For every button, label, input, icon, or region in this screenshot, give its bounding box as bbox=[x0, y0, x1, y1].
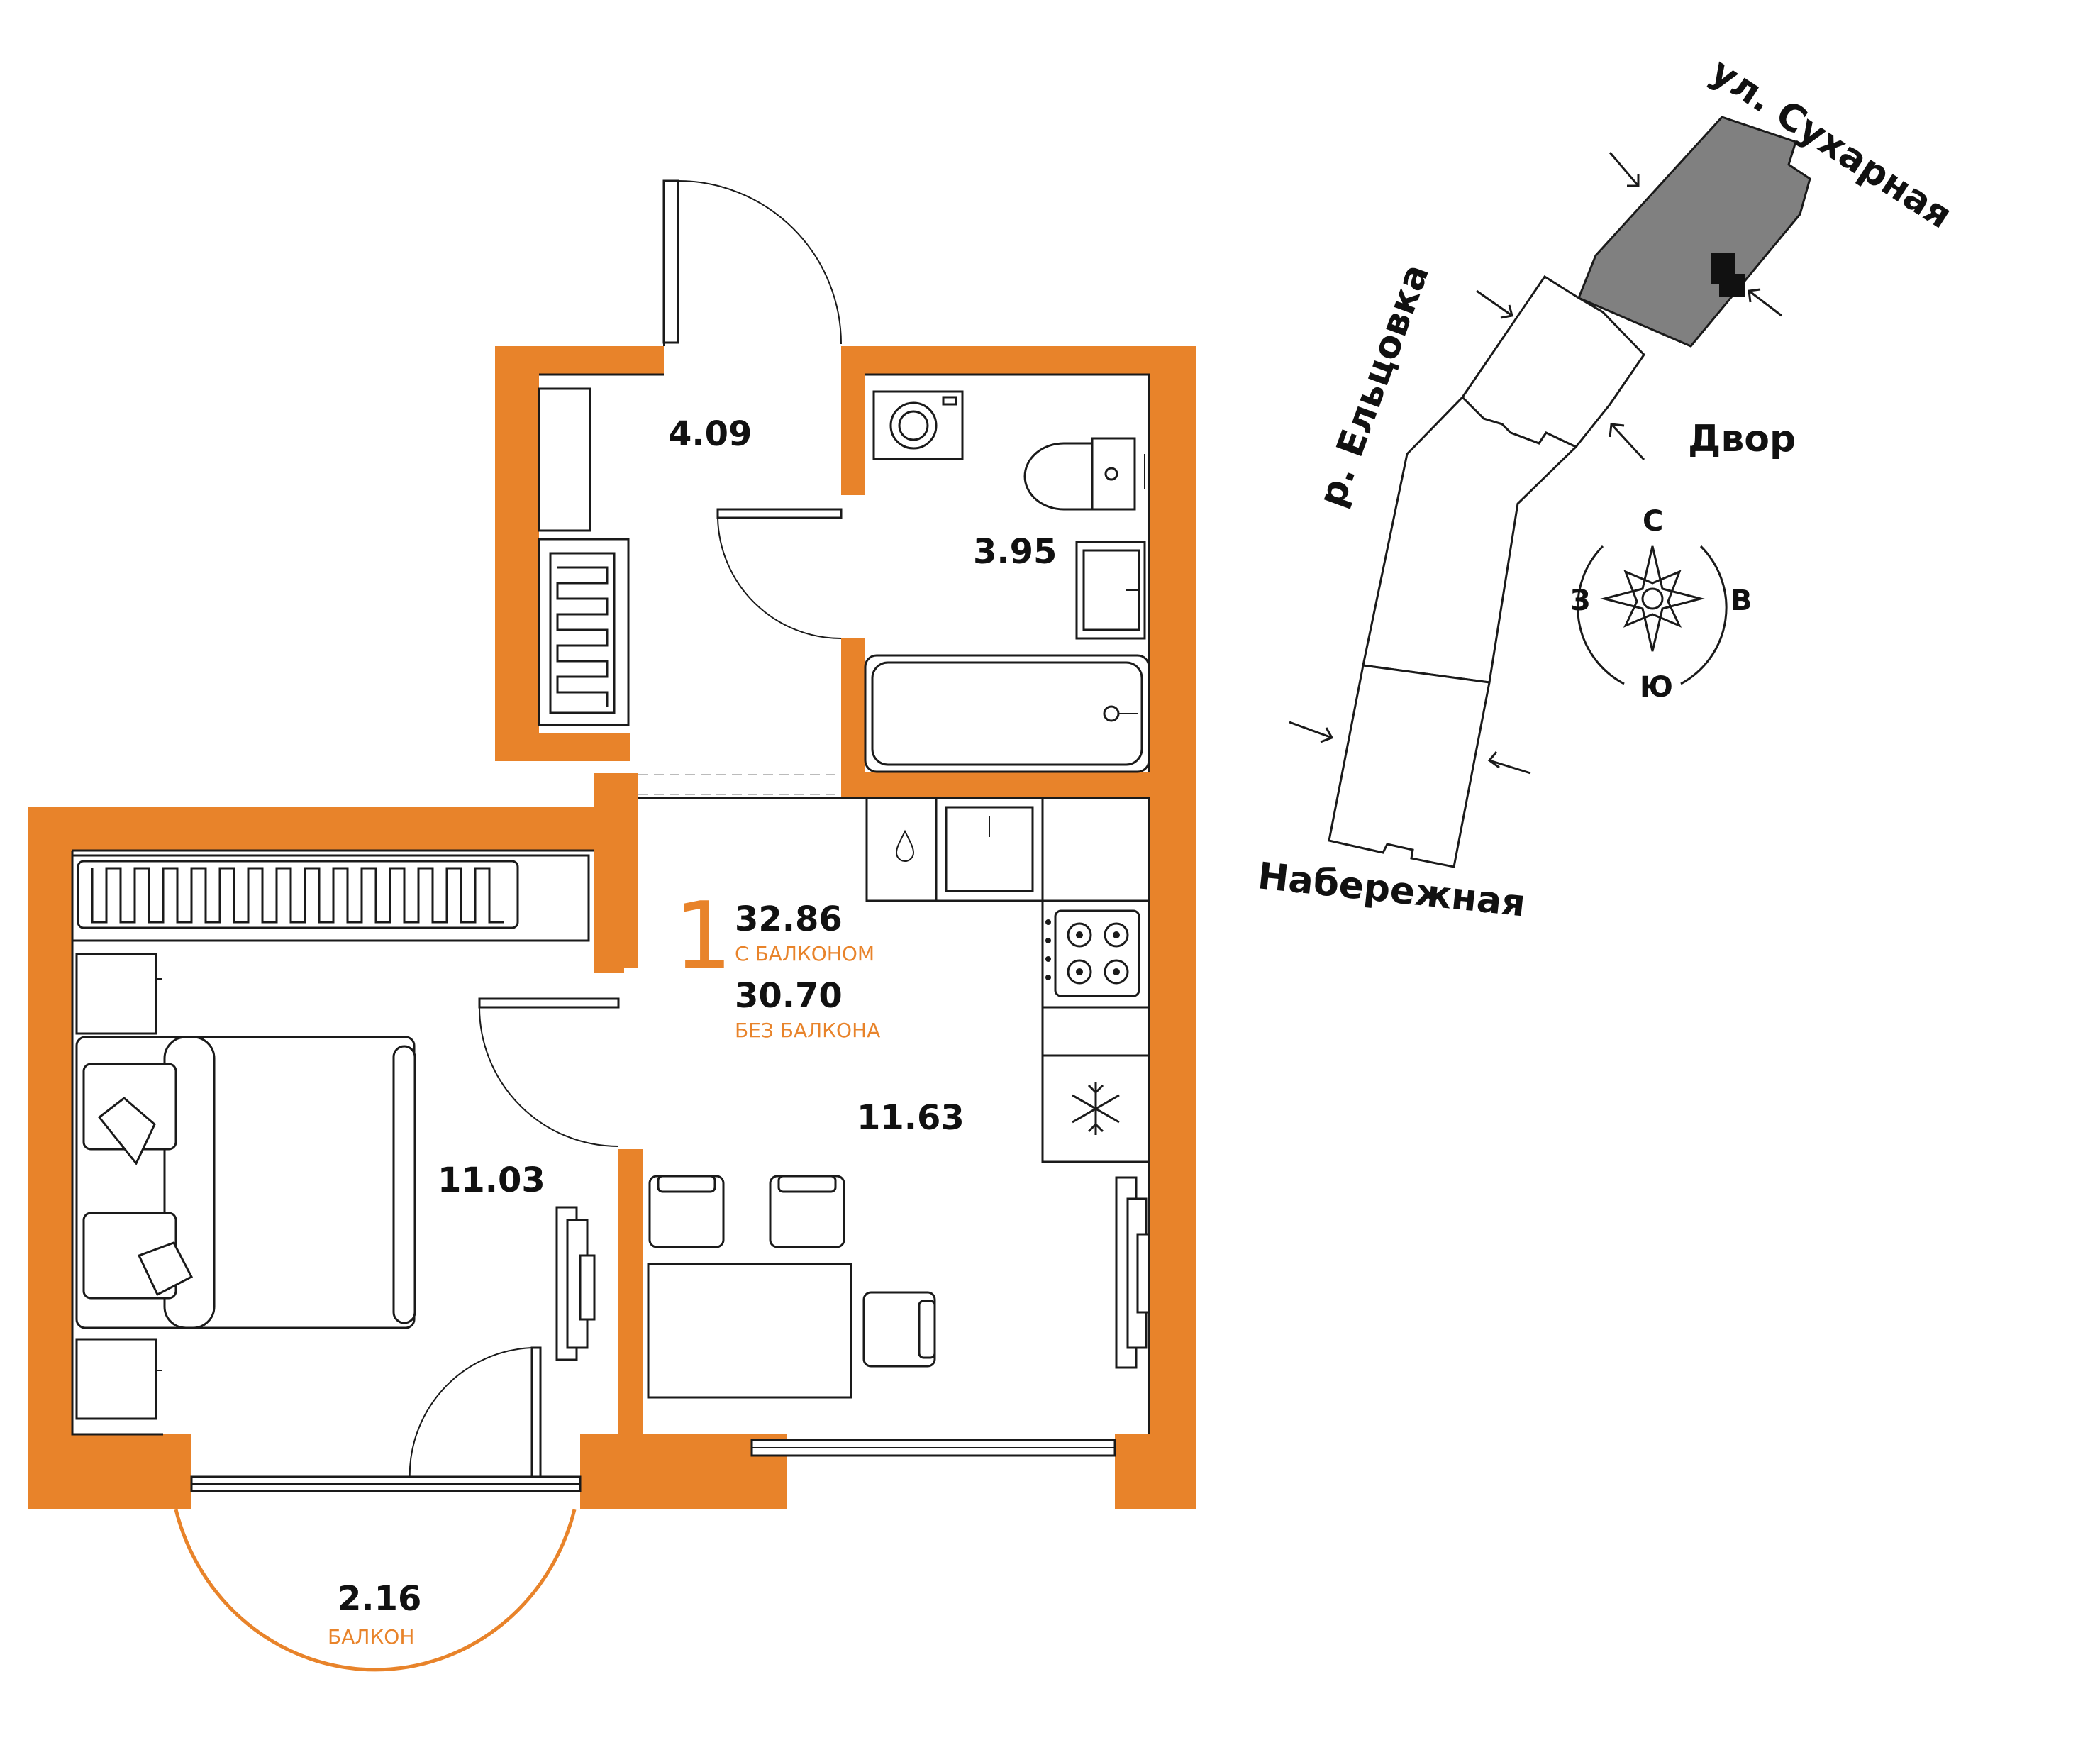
compass-rose-icon bbox=[1577, 545, 1728, 685]
balcony-area-label: 2.16 bbox=[338, 1579, 421, 1619]
building-section-current bbox=[1577, 116, 1811, 348]
compass-east: В bbox=[1730, 585, 1752, 617]
bathroom-door bbox=[716, 508, 843, 639]
washing-machine-icon bbox=[872, 390, 964, 460]
balcony-outline bbox=[174, 1509, 577, 1672]
radiator-icon bbox=[556, 566, 609, 707]
nightstand-top bbox=[75, 953, 162, 1035]
fridge-snowflake-icon bbox=[1072, 1082, 1120, 1135]
entrance-door bbox=[662, 179, 842, 346]
kitchen-area-label: 11.63 bbox=[857, 1098, 965, 1138]
bed-icon bbox=[75, 1036, 416, 1329]
rooms-count: 1 bbox=[674, 882, 733, 990]
compass-south: Ю bbox=[1640, 671, 1673, 704]
compass-west: З bbox=[1570, 585, 1590, 617]
windows bbox=[190, 1439, 1116, 1492]
chair-icon bbox=[862, 1291, 936, 1368]
chair-icon bbox=[648, 1175, 725, 1248]
without-balcony-label: БЕЗ БАЛКОНА bbox=[735, 1019, 880, 1042]
bathroom-area-label: 3.95 bbox=[973, 532, 1057, 572]
hall-area-label: 4.09 bbox=[668, 414, 752, 454]
radiator-icon bbox=[71, 854, 590, 942]
stove-icon bbox=[1045, 909, 1140, 997]
bedroom-area-label: 11.03 bbox=[438, 1160, 545, 1200]
hall-kitchen-opening bbox=[638, 774, 841, 795]
area-with-balcony: 32.86 bbox=[735, 899, 843, 939]
site-plan bbox=[1289, 116, 1811, 868]
building-section-middle bbox=[1362, 395, 1578, 684]
bedroom-tv bbox=[555, 1206, 596, 1361]
pillow-icon bbox=[137, 1241, 194, 1297]
with-balcony-label: С БАЛКОНОМ bbox=[735, 942, 874, 965]
dining-set bbox=[647, 1175, 936, 1399]
arrow-icon bbox=[1289, 152, 1782, 775]
hall-wardrobe bbox=[538, 387, 630, 726]
balcony-label: БАЛКОН bbox=[328, 1625, 414, 1649]
apartment-walls bbox=[28, 346, 1196, 1509]
yard-label: Двор bbox=[1688, 418, 1796, 460]
balcony-door bbox=[409, 1346, 542, 1484]
area-without-balcony: 30.70 bbox=[735, 976, 843, 1016]
nightstand-bottom bbox=[75, 1338, 162, 1420]
compass-north: С bbox=[1643, 505, 1663, 538]
pillow-icon bbox=[97, 1097, 156, 1165]
building-section-south bbox=[1328, 664, 1491, 868]
wall-outlines bbox=[71, 373, 1150, 1436]
bathtub-icon bbox=[864, 654, 1150, 773]
kitchen-tv bbox=[1115, 1176, 1150, 1369]
bedroom-door bbox=[478, 997, 620, 1147]
embankment-label: Набережная bbox=[1256, 855, 1528, 925]
sink-icon bbox=[1075, 541, 1146, 640]
toilet-icon bbox=[1023, 437, 1145, 511]
chair-icon bbox=[769, 1175, 845, 1248]
water-drop-icon bbox=[895, 829, 915, 862]
